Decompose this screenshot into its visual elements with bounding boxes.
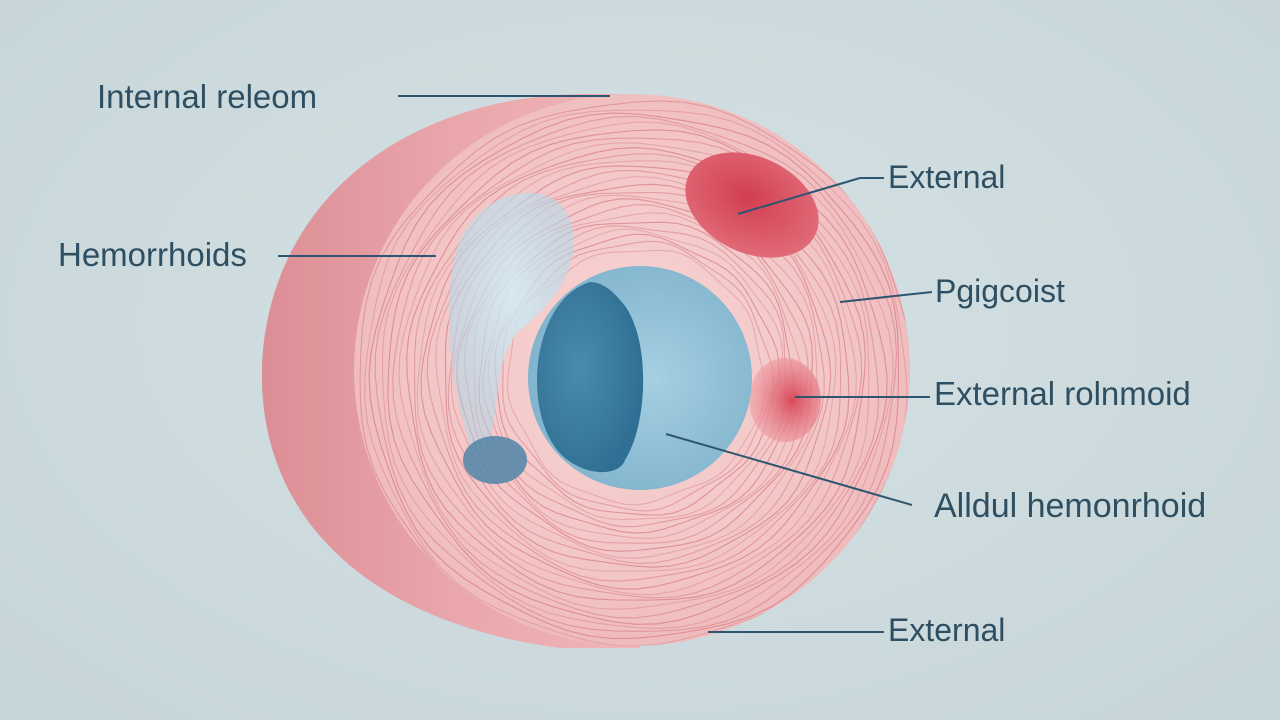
label-hemorrhoids: Hemorrhoids <box>58 236 247 273</box>
label-external-bottom: External <box>888 612 1006 648</box>
label-internal-releom: Internal releom <box>97 78 318 115</box>
label-external-top: External <box>888 159 1006 195</box>
muscle-fiber-ring <box>506 249 767 506</box>
label-external-rolnmoid: External rolnmoid <box>934 375 1191 412</box>
label-alldul-hemonrhoid: Alldul hemonrhoid <box>934 487 1207 525</box>
anal-lumen-shadow <box>537 282 644 473</box>
label-pgigcoist: Pgigcoist <box>935 273 1065 309</box>
muscle-fiber-ring <box>374 115 898 632</box>
leader-alldul <box>665 433 913 506</box>
muscle-fiber-ring <box>368 112 900 640</box>
external-hemorrhoid-top <box>685 152 819 258</box>
prolapsed-hemorrhoid-blue <box>463 436 527 484</box>
external-hemorrhoid-right <box>749 358 821 442</box>
leader-external-top <box>737 177 861 215</box>
internal-hemorrhoid-blue-patch <box>448 192 575 445</box>
leader-pgigcoist <box>839 291 933 303</box>
leader-lines <box>278 95 933 633</box>
muscle-fiber-ring <box>502 240 774 512</box>
